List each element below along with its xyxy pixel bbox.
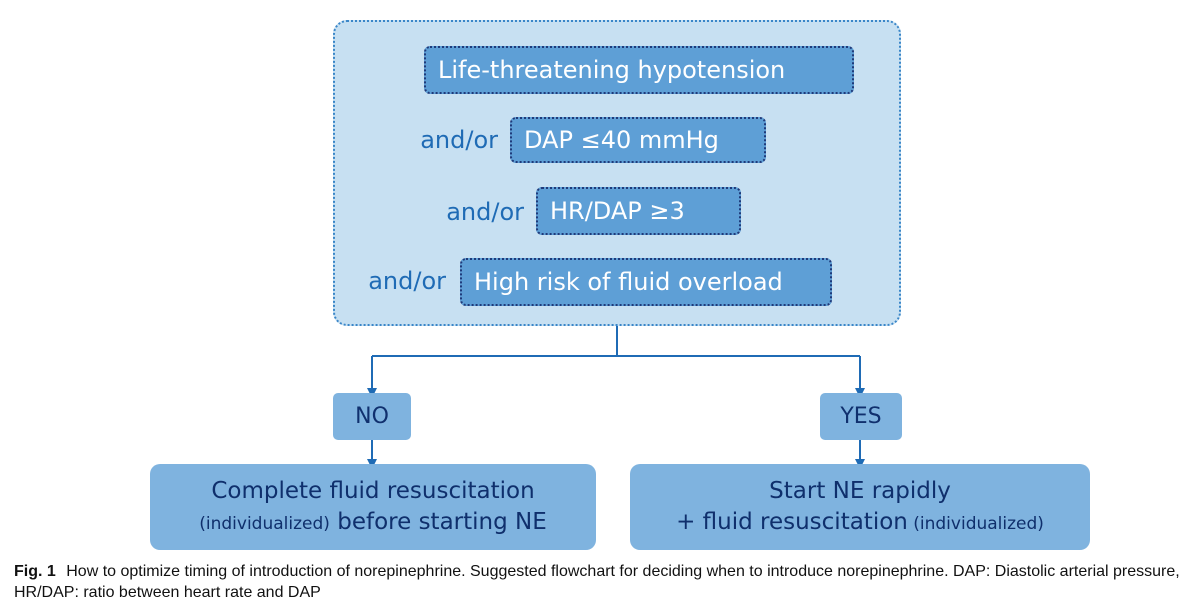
- outcome-yes: Start NE rapidly + fluid resuscitation (…: [630, 464, 1090, 550]
- outcome-no-qualifier: (individualized): [199, 514, 330, 534]
- connector-and-or-1: and/or: [420, 126, 498, 154]
- outcome-yes-qualifier: (individualized): [907, 514, 1044, 534]
- criterion-dap: DAP ≤40 mmHg: [510, 117, 766, 163]
- criterion-life-threatening-hypotension: Life-threatening hypotension: [424, 46, 854, 94]
- outcome-yes-action: + fluid resuscitation: [676, 509, 908, 535]
- figure-label: Fig. 1: [14, 563, 56, 580]
- criterion-hr-dap: HR/DAP ≥3: [536, 187, 741, 235]
- outcome-yes-line2: + fluid resuscitation (individualized): [676, 507, 1044, 538]
- outcome-yes-line1: Start NE rapidly: [769, 477, 951, 504]
- figure-caption-text: How to optimize timing of introduction o…: [14, 563, 1180, 601]
- criterion-fluid-overload: High risk of fluid overload: [460, 258, 832, 306]
- outcome-no-line2: (individualized) before starting NE: [199, 507, 547, 538]
- decision-yes: YES: [820, 393, 902, 440]
- figure-caption: Fig. 1 How to optimize timing of introdu…: [14, 561, 1194, 603]
- outcome-no: Complete fluid resuscitation (individual…: [150, 464, 596, 550]
- criterion-label: High risk of fluid overload: [474, 268, 783, 296]
- criterion-label: HR/DAP ≥3: [550, 197, 685, 225]
- outcome-no-line1: Complete fluid resuscitation: [211, 477, 535, 504]
- criterion-label: DAP ≤40 mmHg: [524, 126, 719, 154]
- connector-and-or-3: and/or: [368, 267, 446, 295]
- outcome-no-action: before starting NE: [329, 509, 547, 535]
- criterion-label: Life-threatening hypotension: [438, 56, 786, 84]
- decision-no: NO: [333, 393, 411, 440]
- connector-and-or-2: and/or: [446, 198, 524, 226]
